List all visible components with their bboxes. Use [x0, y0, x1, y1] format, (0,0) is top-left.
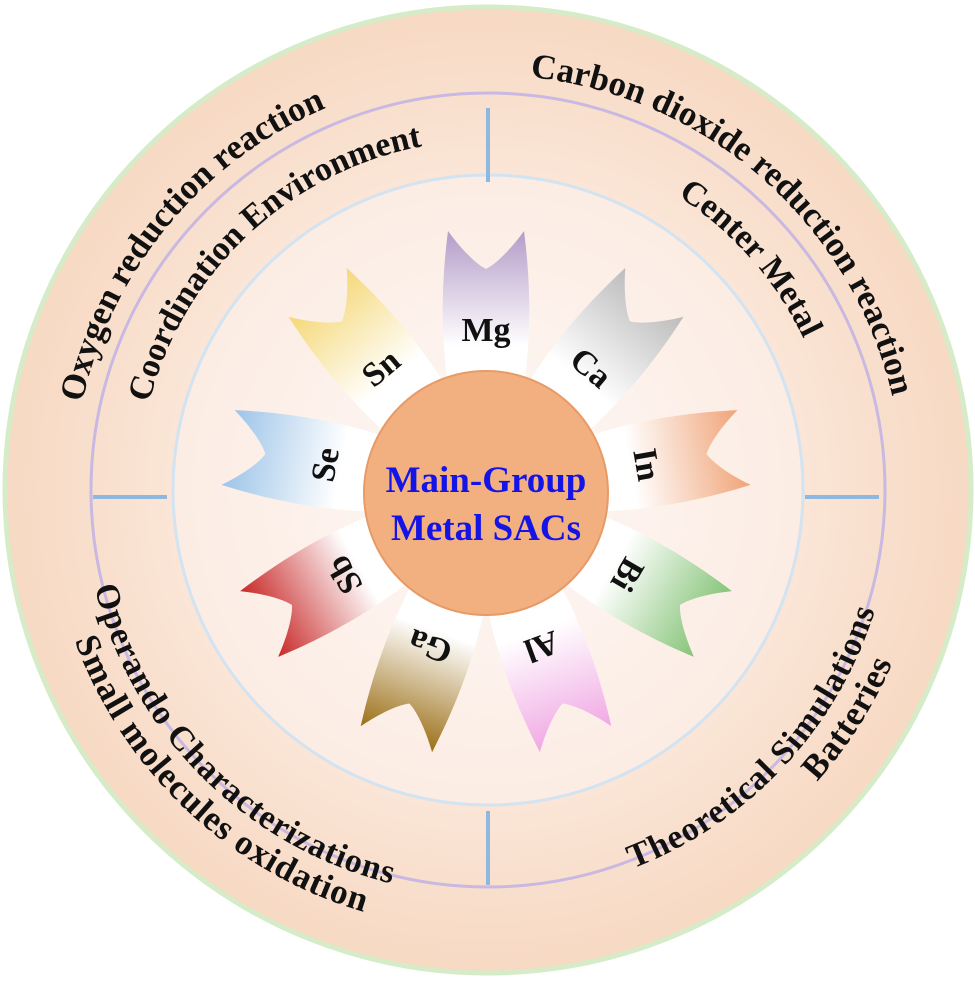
petal-shape	[442, 231, 530, 385]
petal-shape	[288, 267, 446, 435]
petal-ga: Ga	[360, 581, 485, 753]
center-title-line2: Metal SACs	[391, 508, 581, 549]
center-title-line1: Main-Group	[386, 460, 587, 501]
petal-shape	[221, 410, 387, 512]
petal-label: Se	[305, 445, 347, 485]
petal-al: Al	[487, 581, 612, 753]
petal-sb: Sb	[240, 514, 412, 657]
petal-se: Se	[221, 410, 387, 512]
petal-mg: Mg	[442, 231, 530, 385]
petal-shape	[487, 581, 612, 753]
quadrant-dividers	[93, 108, 879, 885]
petal-ca: Ca	[526, 267, 684, 435]
petal-shape	[585, 410, 751, 512]
petal-label: Mg	[461, 312, 510, 349]
petal-shape	[240, 514, 412, 657]
petal-label: In	[625, 446, 667, 484]
petal-shape	[560, 514, 732, 657]
petal-in: In	[585, 410, 751, 512]
petal-shape	[360, 581, 485, 753]
petal-sn: Sn	[288, 267, 446, 435]
center-core	[363, 370, 609, 616]
petal-bi: Bi	[560, 514, 732, 657]
middle-ring-line	[89, 91, 887, 889]
petal-shape	[526, 267, 684, 435]
